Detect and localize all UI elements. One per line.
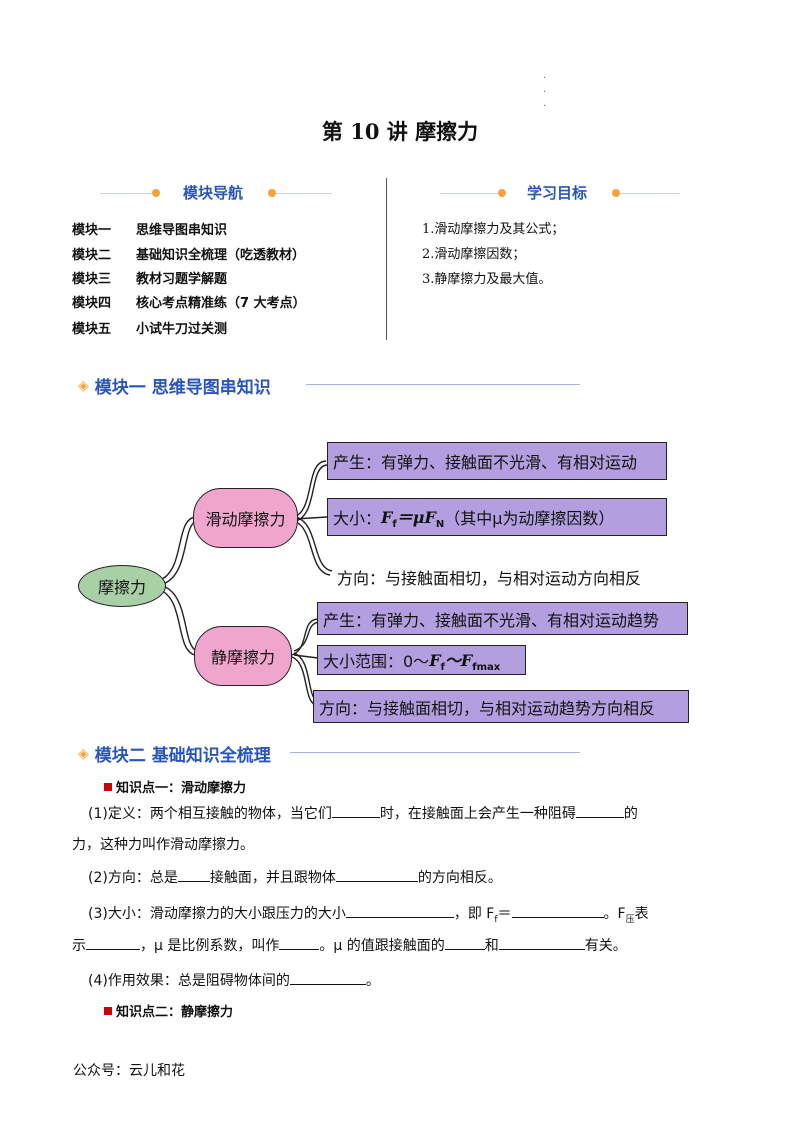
static-direction-box: 方向：与接触面相切，与相对运动趋势方向相反: [313, 690, 689, 723]
section-2-line: [290, 752, 580, 753]
blank-1[interactable]: [331, 803, 380, 818]
page-title: 第 10 讲 摩擦力: [321, 119, 479, 144]
nav-item-5[interactable]: 模块五小试牛刀过关测: [72, 322, 228, 337]
blank-10[interactable]: [498, 935, 585, 950]
nav-item-1[interactable]: 模块一思维导图串知识: [72, 223, 228, 238]
mindmap-root: 摩擦力: [78, 565, 166, 607]
kp1-definition-line1: (1)定义：两个相互接触的物体，当它们时，在接触面上会产生一种阻碍的: [88, 803, 638, 824]
goal-3: 3.静摩擦力及最大值。: [422, 272, 552, 287]
static-range-box: 大小范围：0～ Ff～Ffmax: [317, 645, 526, 675]
nav-title: 模块导航: [182, 184, 243, 202]
static-cause-box: 产生：有弹力、接触面不光滑、有相对运动趋势: [317, 602, 688, 635]
kp2-heading: 知识点二：静摩擦力: [104, 1001, 233, 1020]
blank-6[interactable]: [511, 903, 604, 918]
red-square-icon: [104, 1006, 112, 1015]
kp1-heading: 知识点一：滑动摩擦力: [104, 777, 246, 796]
mindmap-static-node: 静摩擦力: [194, 626, 292, 686]
section-2-header: ◈ 模块二 基础知识全梳理: [78, 745, 271, 767]
nav-dot-right: [268, 189, 276, 197]
goals-dot-left: [498, 189, 506, 197]
blank-11[interactable]: [289, 970, 366, 985]
goals-line-left: [440, 193, 498, 194]
sliding-direction-text: 方向：与接触面相切，与相对运动方向相反: [337, 569, 642, 588]
kp1-definition-line2: 力，这种力叫作滑动摩擦力。: [72, 837, 254, 853]
goal-2: 2.滑动摩擦因数；: [422, 247, 526, 262]
sliding-size-box: 大小： Ff＝μFN （其中μ为动摩擦因数）: [327, 498, 667, 536]
nav-item-2[interactable]: 模块二基础知识全梳理（吃透教材）: [72, 248, 306, 263]
blank-2[interactable]: [575, 803, 624, 818]
red-square-icon: [104, 782, 112, 791]
section-1-line: [306, 384, 580, 385]
kp1-size-line1: (3)大小：滑动摩擦力的大小跟压力的大小，即 Ff＝。F压表: [88, 903, 649, 930]
goals-title: 学习目标: [526, 184, 587, 202]
kp1-direction: (2)方向：总是接触面，并且跟物体的方向相反。: [88, 867, 502, 888]
nav-dot-left: [152, 189, 160, 197]
blank-5[interactable]: [345, 903, 454, 918]
goals-dot-right: [612, 189, 620, 197]
nav-line-right: [276, 193, 332, 194]
nav-item-4[interactable]: 模块四核心考点精准练（7 大考点）: [72, 296, 306, 311]
nav-item-3[interactable]: 模块三教材习题学解题: [72, 272, 228, 287]
goal-1: 1.滑动摩擦力及其公式；: [422, 222, 565, 237]
column-divider: [386, 178, 387, 340]
blank-3[interactable]: [177, 867, 210, 882]
diamond-icon: ◈: [78, 377, 89, 394]
diamond-icon: ◈: [78, 745, 89, 762]
mindmap-sliding-node: 滑动摩擦力: [193, 488, 298, 548]
section-1-header: ◈ 模块一 思维导图串知识: [78, 377, 271, 399]
goals-line-right: [620, 193, 680, 194]
footer-text: 公众号：云儿和花: [73, 1063, 185, 1079]
nav-line-left: [100, 193, 152, 194]
blank-4[interactable]: [335, 867, 418, 882]
sliding-cause-box: 产生：有弹力、接触面不光滑、有相对运动: [327, 442, 667, 480]
blank-7[interactable]: [86, 935, 140, 950]
blank-9[interactable]: [444, 935, 485, 950]
kp1-size-line2: 示，μ 是比例系数，叫作。μ 的值跟接触面的和有关。: [72, 935, 627, 956]
blank-8[interactable]: [279, 935, 320, 950]
decorative-dots: · · ·: [543, 73, 547, 112]
kp1-effect: (4)作用效果：总是阻碍物体间的。: [88, 970, 380, 991]
